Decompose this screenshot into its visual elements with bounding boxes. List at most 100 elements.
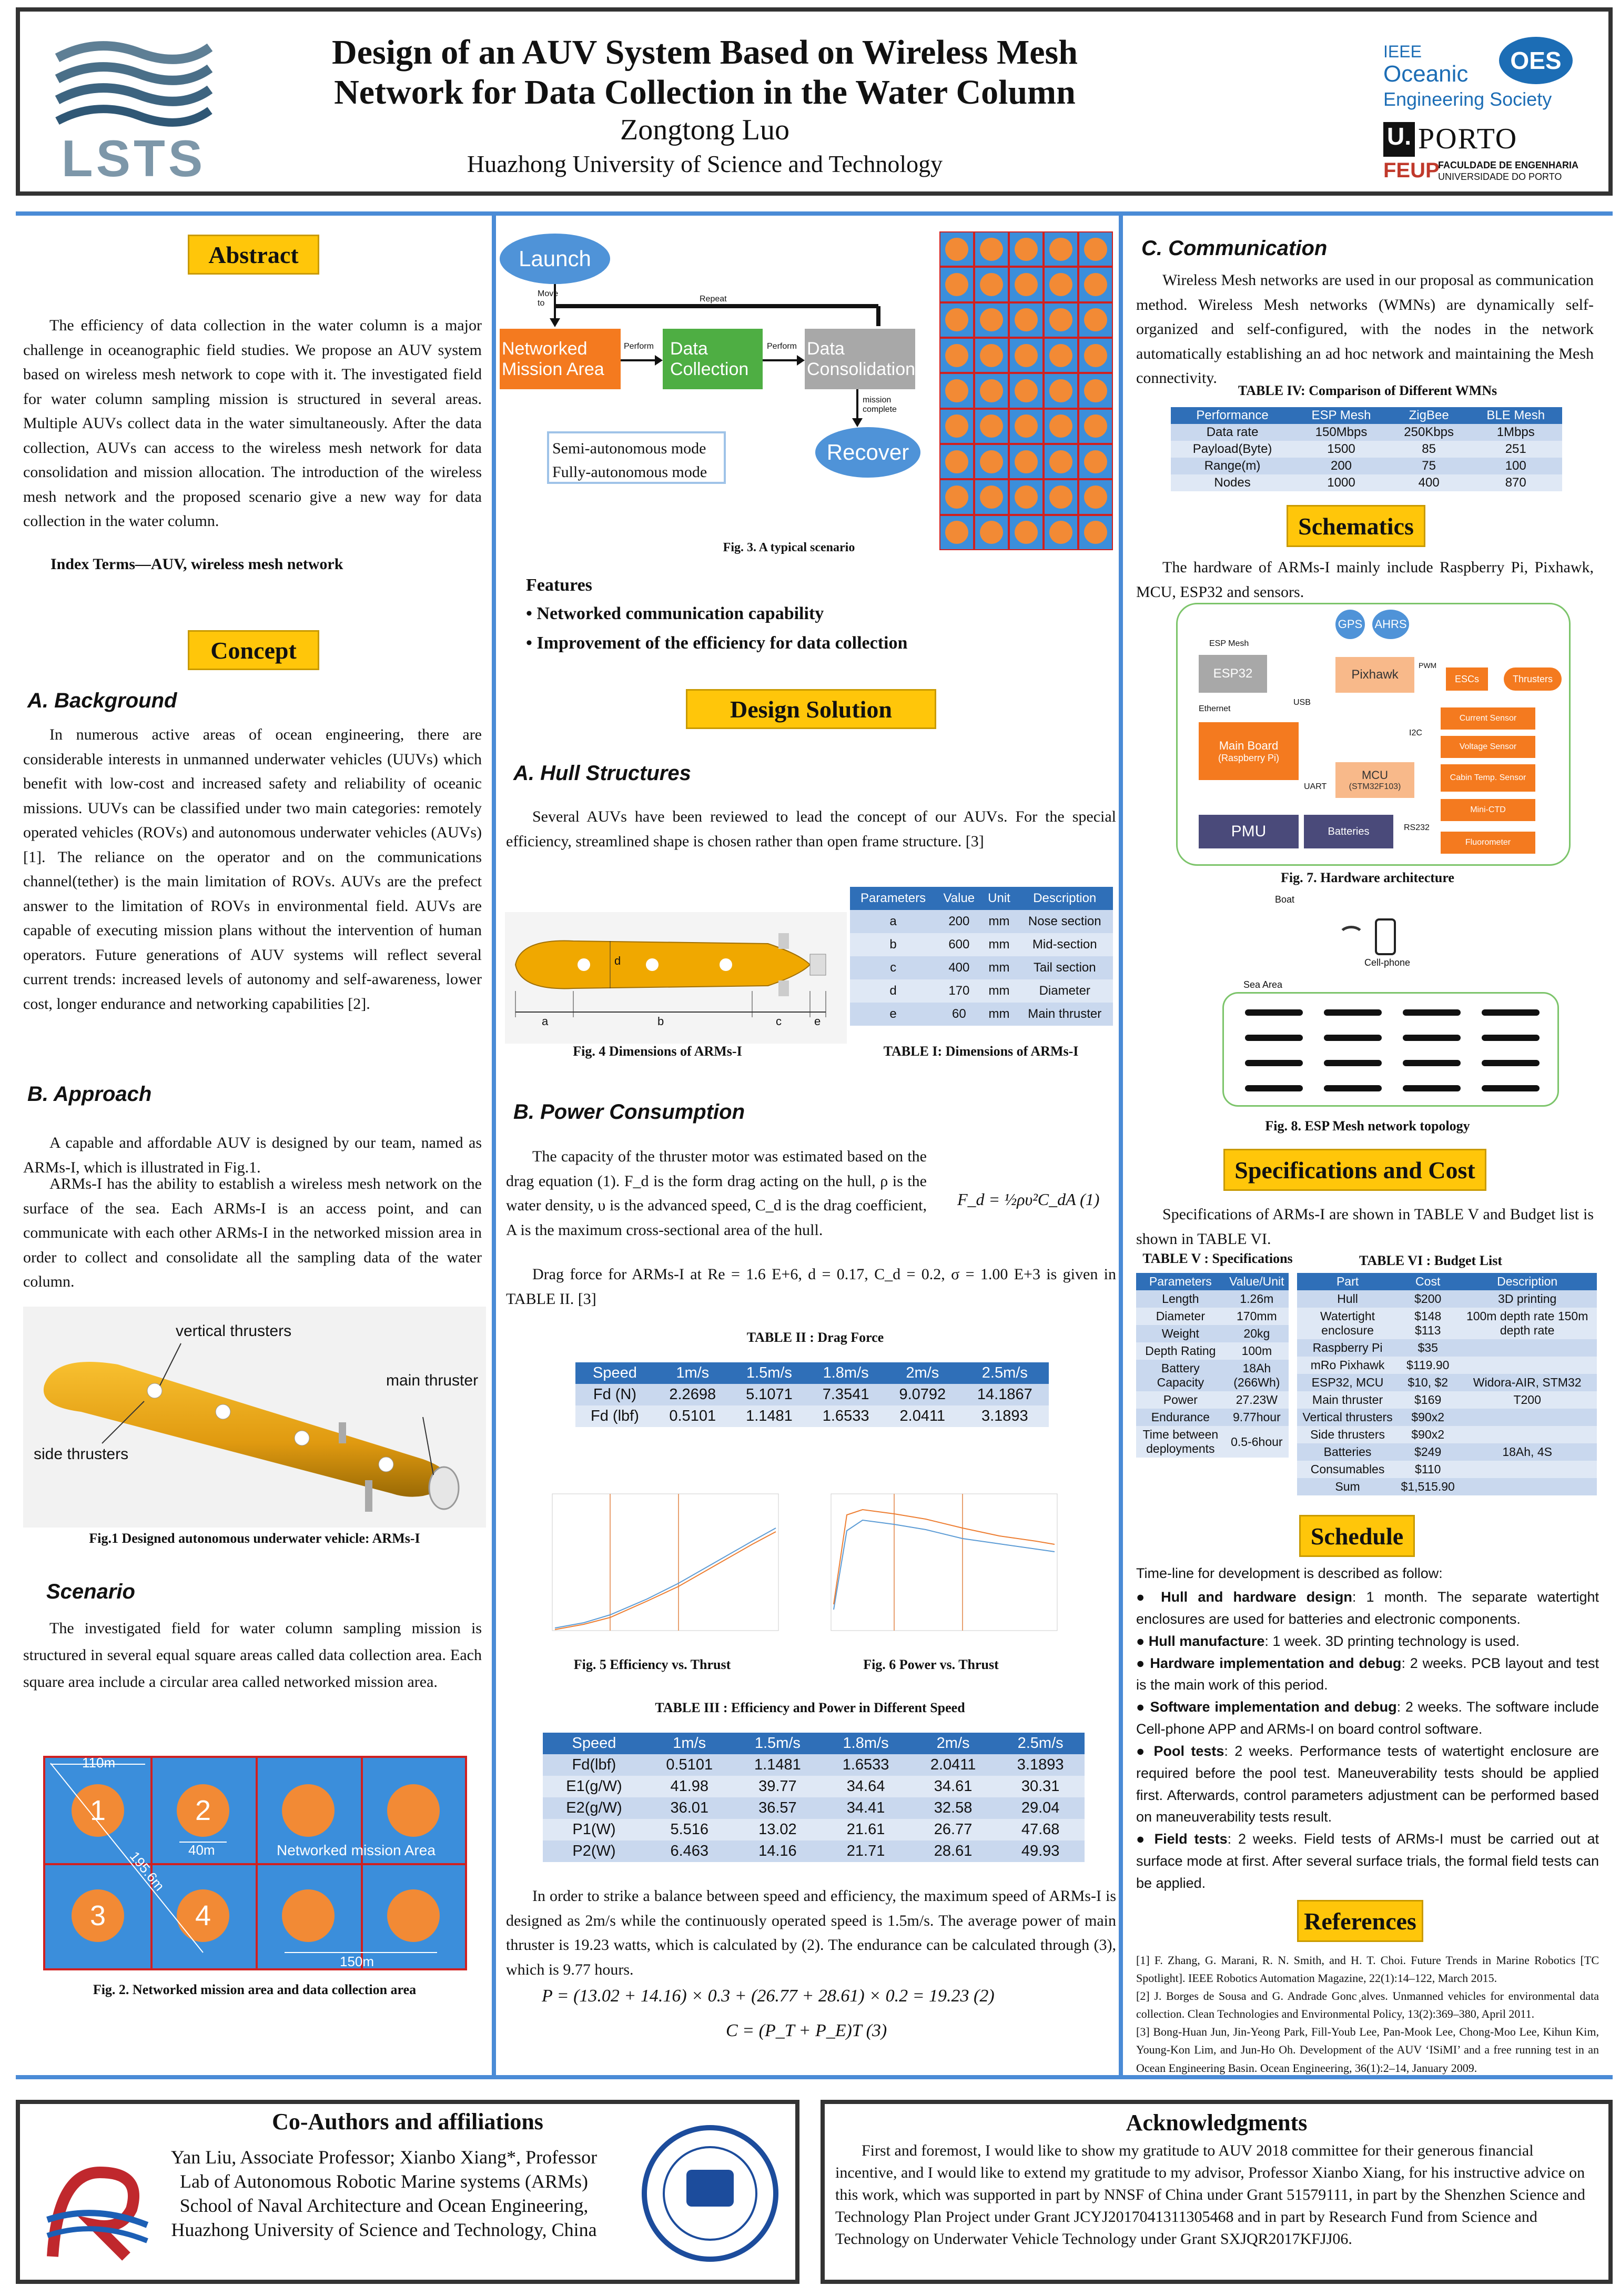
fig5-caption: Fig. 5 Efficiency vs. Thrust	[573, 1657, 731, 1672]
table6-cell: $200	[1398, 1290, 1458, 1308]
table6-cell: $90x2	[1398, 1426, 1458, 1443]
mode-box: Semi-autonomous mode Fully-autonomous mo…	[547, 431, 726, 484]
grid-line	[1078, 373, 1113, 409]
grid-line	[939, 444, 974, 480]
table5-cell: 20kg	[1224, 1325, 1289, 1342]
grid-line	[1009, 373, 1044, 409]
table1-cell: Main thruster	[1016, 1003, 1113, 1026]
design-heading: Design Solution	[686, 689, 936, 729]
table3-cell: 47.68	[996, 1819, 1085, 1840]
grid-line	[1009, 479, 1044, 515]
auv-node-icon	[1324, 1009, 1382, 1016]
table3-cell: 21.71	[822, 1840, 910, 1862]
features-title: Features	[526, 575, 592, 595]
table4-cell: 1Mbps	[1469, 424, 1562, 441]
power-text: The capacity of the thruster motor was e…	[506, 1148, 927, 1239]
efficiency-thrust-plot	[552, 1493, 779, 1631]
table1-cell: mm	[981, 1003, 1017, 1026]
table6-cell: Widora-AIR, STM32	[1457, 1374, 1597, 1391]
table2-header: 1.8m/s	[807, 1362, 884, 1384]
schedule-item: ● Hull manufacture: 1 week. 3D printing …	[1136, 1633, 1520, 1649]
fig5-chart	[531, 1489, 784, 1646]
title-line-1: Design of an AUV System Based on Wireles…	[332, 33, 1078, 72]
table6-row: Consumables$110	[1297, 1461, 1597, 1478]
table5-cell: Time between deployments	[1136, 1426, 1225, 1458]
table3-cell: 0.5101	[645, 1754, 734, 1776]
table6-cell: Raspberry Pi	[1297, 1339, 1399, 1357]
table3-cell: 30.31	[996, 1776, 1085, 1797]
auv-node-icon	[1403, 1060, 1461, 1066]
grid-dot	[1084, 343, 1107, 367]
affiliation: Huazhong University of Science and Techn…	[467, 150, 943, 177]
table4-header: ESP Mesh	[1294, 407, 1389, 424]
table6-header: Description	[1457, 1273, 1597, 1290]
power-thrust-plot	[831, 1493, 1058, 1631]
scenario-title: Scenario	[46, 1580, 135, 1603]
table4-header: BLE Mesh	[1469, 407, 1562, 424]
table6-cell: $10, $2	[1398, 1374, 1458, 1391]
schematics-text: The hardware of ARMs-I mainly include Ra…	[1136, 559, 1594, 601]
grid-line	[939, 408, 974, 444]
table6-header: Cost	[1398, 1273, 1458, 1290]
table1-cell: Diameter	[1016, 979, 1113, 1003]
table4-cell: Payload(Byte)	[1171, 441, 1294, 458]
coauthors-box	[16, 2100, 799, 2284]
concept-heading: Concept	[188, 630, 319, 670]
mission-area-5	[282, 1784, 335, 1837]
grid-dot	[980, 308, 1003, 332]
auv-node-icon	[1482, 1060, 1540, 1066]
reference-item: [1] F. Zhang, G. Marani, R. N. Smith, an…	[1136, 1954, 1599, 1985]
power-title: B. Power Consumption	[513, 1100, 745, 1124]
table1-cell: 170	[936, 979, 982, 1003]
grid-line	[939, 231, 974, 267]
grid-dot	[1084, 486, 1107, 509]
grid-line	[1009, 338, 1044, 373]
grid-line	[974, 408, 1009, 444]
auv-node-icon	[1245, 1085, 1303, 1091]
table4-cell: 250Kbps	[1388, 424, 1470, 441]
feature-item-2: • Improvement of the efficiency for data…	[526, 633, 908, 653]
abstract-text: The efficiency of data collection in the…	[23, 317, 482, 530]
cellphone-icon	[1375, 918, 1396, 955]
col-divider-2	[1119, 211, 1123, 2079]
table6-cell	[1457, 1478, 1597, 1495]
grid-dot	[980, 343, 1003, 367]
table5-cell: Endurance	[1136, 1409, 1225, 1426]
table2-cell: 5.1071	[731, 1384, 808, 1405]
grid-dot	[1015, 273, 1038, 296]
fig8-caption: Fig. 8. ESP Mesh network topology	[1265, 1118, 1470, 1134]
auv-render-icon	[43, 1343, 460, 1512]
grid-line	[974, 302, 1009, 338]
table2-cell: 2.2698	[654, 1384, 731, 1405]
grid-dot	[1015, 521, 1038, 544]
table3-cell: 29.04	[996, 1797, 1085, 1819]
schedule-item: ● Hardware implementation and debug: 2 w…	[1136, 1655, 1599, 1693]
table3-header: 2m/s	[909, 1733, 997, 1754]
mission-area-1: 1	[72, 1784, 124, 1837]
schedule-item: ● Hull and hardware design: 1 month. The…	[1136, 1589, 1599, 1627]
fig7-caption: Fig. 7. Hardware architecture	[1281, 870, 1454, 885]
table5-header: Value/Unit	[1224, 1273, 1289, 1290]
table2-cell: 9.0792	[884, 1384, 961, 1405]
approach-text-1: A capable and affordable AUV is designed…	[23, 1134, 482, 1176]
grid-dot	[945, 308, 968, 332]
grid-line	[974, 514, 1009, 550]
table6-caption: TABLE VI : Budget List	[1359, 1253, 1503, 1268]
table5-caption: TABLE V : Specifications	[1142, 1251, 1293, 1266]
table3-cell: 26.77	[909, 1819, 997, 1840]
grid-dot	[1049, 273, 1072, 296]
table3-cell: 21.61	[822, 1819, 910, 1840]
grid-line	[939, 302, 974, 338]
grid-line	[974, 231, 1009, 267]
grid-dot	[1015, 308, 1038, 332]
table3-header: Speed	[543, 1733, 645, 1754]
grid-dot	[980, 450, 1003, 473]
grid-line	[1078, 267, 1113, 302]
ack-text: First and foremost, I would like to show…	[835, 2142, 1585, 2248]
table4-cell: Range(m)	[1171, 458, 1294, 474]
table5-cell: 0.5-6hour	[1224, 1426, 1289, 1458]
